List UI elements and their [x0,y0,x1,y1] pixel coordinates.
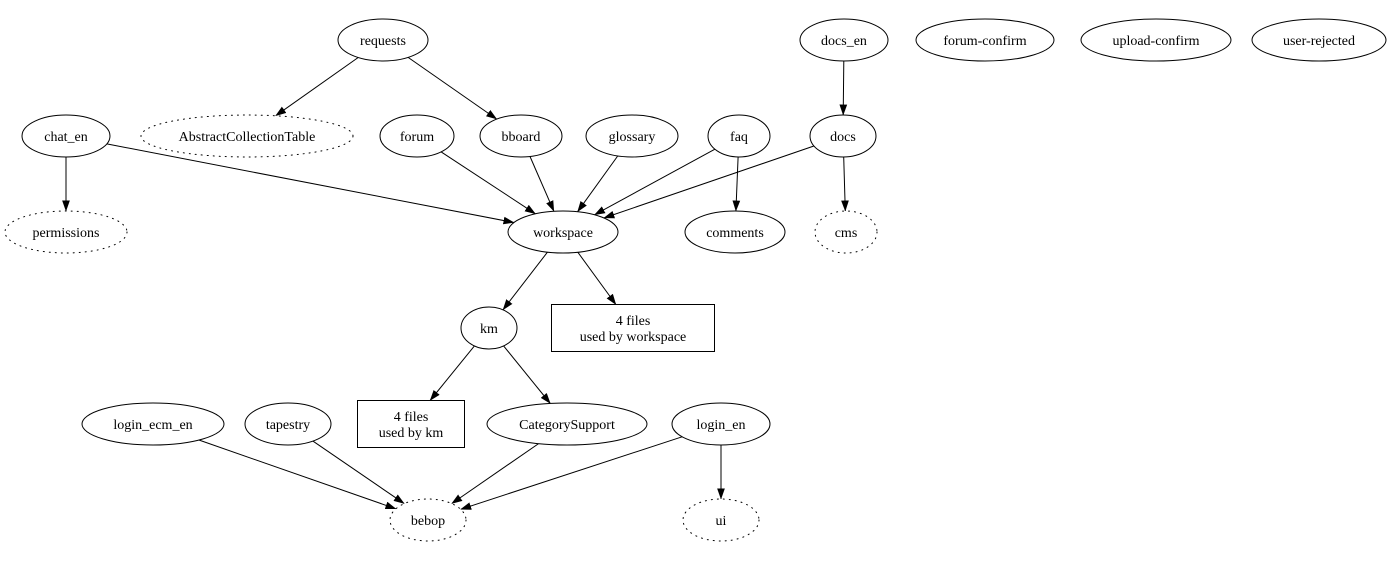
edge-docs_en-to-docs [839,60,848,116]
edge-glossary-to-workspace [577,155,619,213]
node-permissions: permissions [4,210,128,254]
edges-layer [62,56,849,510]
edge-km-to-files_km [429,345,475,401]
node-bebop: bebop [389,498,467,542]
node-ellipse-shape [915,18,1055,62]
node-label: bebop [411,514,445,529]
node-label: upload-confirm [1112,34,1199,49]
node-label: faq [730,130,748,145]
node-ellipse-shape [81,402,225,446]
edge-km-to-CategorySupport [503,345,551,404]
node-label: ui [716,514,727,529]
node-ellipse-shape [460,306,518,350]
node-forum: forum [379,114,455,158]
edge-workspace-to-km [502,251,548,311]
edge-chat_en-to-workspace [106,143,515,225]
node-ellipse-shape [684,210,786,254]
node-ellipse-shape [814,210,878,254]
node-label: 4 files [616,314,651,329]
node-label: requests [360,34,406,49]
node-requests: requests [337,18,429,62]
node-label: CategorySupport [519,418,615,433]
node-tapestry: tapestry [244,402,332,446]
edge-forum-to-workspace [440,151,536,215]
node-ellipse-shape [337,18,429,62]
edge-CategorySupport-to-bebop [451,443,539,505]
node-login_ecm_en: login_ecm_en [81,402,225,446]
node-label: bboard [502,130,541,145]
node-upload-confirm: upload-confirm [1080,18,1232,62]
edge-docs-to-cms [841,156,849,212]
node-ellipse-shape [682,498,760,542]
node-label: forum-confirm [943,34,1026,49]
node-label: chat_en [44,130,88,145]
node-ellipse-shape [707,114,771,158]
edge-workspace-to-files_workspace [577,251,617,305]
node-label: used by km [379,426,444,441]
node-ellipse-shape [486,402,648,446]
node-ellipse-shape [479,114,563,158]
node-chat_en: chat_en [21,114,111,158]
node-label: cms [835,226,858,241]
node-user-rejected: user-rejected [1251,18,1387,62]
node-label: forum [400,130,434,145]
edge-bboard-to-workspace [529,156,555,212]
node-docs: docs [809,114,877,158]
node-faq: faq [707,114,771,158]
node-label: login_ecm_en [113,418,192,433]
node-comments: comments [684,210,786,254]
node-workspace: workspace [507,210,619,254]
node-docs_en: docs_en [799,18,889,62]
node-label: workspace [533,226,593,241]
node-label: 4 files [394,410,429,425]
node-label: AbstractCollectionTable [179,130,316,145]
edge-login_en-to-bebop [460,436,683,510]
node-label: km [480,322,498,337]
node-ellipse-shape [389,498,467,542]
node-label: comments [706,226,764,241]
node-cms: cms [814,210,878,254]
node-label: login_en [697,418,746,433]
node-bboard: bboard [479,114,563,158]
node-label: permissions [33,226,100,241]
node-ellipse-shape [21,114,111,158]
node-km: km [460,306,518,350]
node-ellipse-shape [379,114,455,158]
node-ui: ui [682,498,760,542]
nodes-layer: requests docs_en forum-confirm upload-confi… [4,18,1387,542]
node-ellipse-shape [809,114,877,158]
node-ellipse-shape [799,18,889,62]
node-box-shape [551,304,715,352]
edge-requests-to-AbstractCollectionTable [275,57,359,117]
node-label: user-rejected [1283,34,1355,49]
node-label: tapestry [266,418,310,433]
edge-login_ecm_en-to-bebop [198,439,397,510]
node-label: used by workspace [580,330,687,345]
node-ellipse-shape [507,210,619,254]
node-ellipse-shape [140,114,354,158]
node-forum-confirm: forum-confirm [915,18,1055,62]
node-box-shape [357,400,465,448]
node-label: docs_en [821,34,867,49]
edge-faq-to-workspace [594,148,716,216]
node-ellipse-shape [1080,18,1232,62]
node-ellipse-shape [585,114,679,158]
node-ellipse-shape [1251,18,1387,62]
node-ellipse-shape [4,210,128,254]
node-label: docs [830,130,856,145]
edge-requests-to-bboard [407,56,498,120]
edge-faq-to-comments [732,156,741,212]
node-ellipse-shape [244,402,332,446]
edge-tapestry-to-bebop [312,440,405,505]
edge-docs-to-workspace [603,145,815,219]
node-AbstractCollectionTable: AbstractCollectionTable [140,114,354,158]
node-label: glossary [609,130,656,145]
node-glossary: glossary [585,114,679,158]
node-login_en: login_en [671,402,771,446]
node-CategorySupport: CategorySupport [486,402,648,446]
node-ellipse-shape [671,402,771,446]
